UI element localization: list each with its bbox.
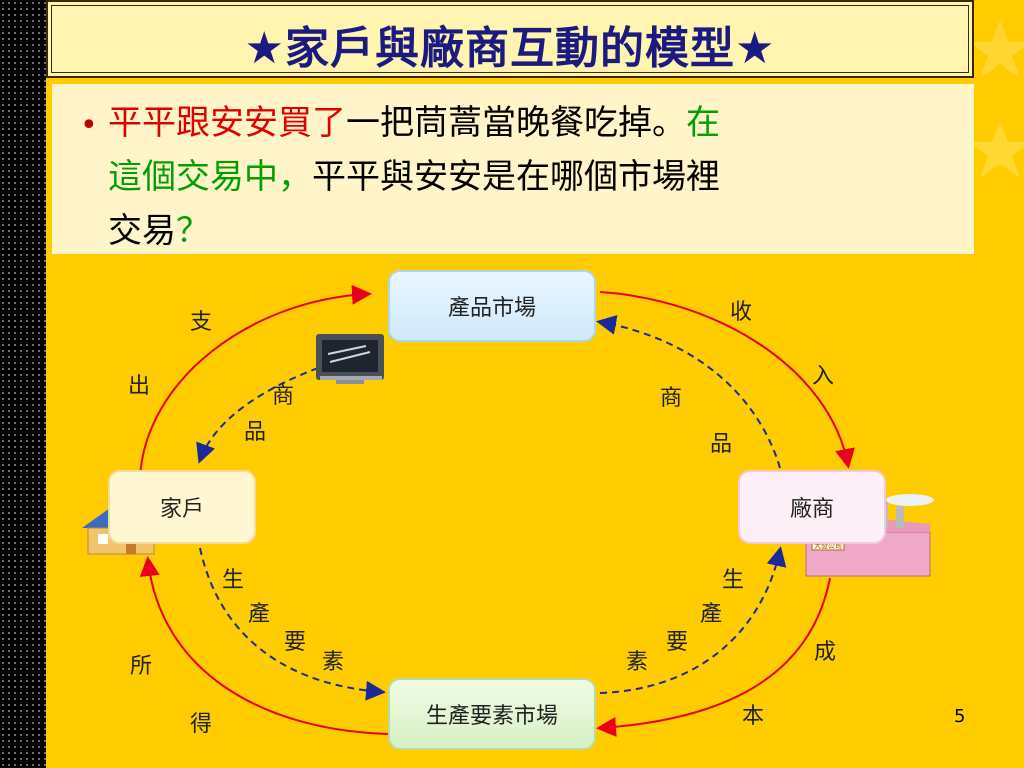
factor-right-label-3: 要	[666, 630, 689, 655]
cost-flow-arrow	[596, 577, 831, 737]
left-dotted-strip	[0, 0, 46, 768]
question-panel	[52, 84, 974, 254]
goods-right-flow-arrow	[596, 315, 781, 469]
factor-right-label-4: 素	[626, 650, 649, 675]
factor-market-box: 生產要素市場	[388, 678, 596, 750]
factory-sign: 大發公司	[814, 541, 842, 550]
computer-icon	[316, 334, 384, 384]
cost-label-2: 本	[742, 704, 765, 729]
product-market-box: 產品市場	[388, 270, 596, 342]
question-green-text: 在	[686, 103, 720, 143]
page-title: ★家戶與廠商互動的模型★	[244, 23, 776, 74]
goods-left-label-2: 品	[244, 420, 267, 445]
income-flow-arrow	[139, 556, 389, 735]
revenue-label-1: 收	[730, 300, 753, 325]
household-box: 家戶	[108, 470, 256, 544]
revenue-flow-arrow	[599, 291, 855, 469]
question-mark: ？	[176, 211, 210, 251]
factor-right-flow-arrow	[599, 546, 787, 694]
income-label-2: 得	[190, 712, 213, 737]
goods-left-flow-arrow	[196, 367, 319, 464]
question-line-2: 這個交易中，平平與安安是在哪個市場裡	[108, 150, 948, 204]
cost-label-1: 成	[814, 640, 837, 665]
factor-right-label-1: 生	[722, 568, 745, 593]
goods-left-label-1: 商	[272, 384, 295, 409]
goods-right-label-2: 品	[710, 432, 733, 457]
factor-left-label-3: 要	[284, 630, 307, 655]
question-black-text-3: 交易	[108, 211, 176, 251]
question-line-1: 平平跟安安買了一把茼蒿當晚餐吃掉。在	[108, 96, 948, 150]
title-bar: ★家戶與廠商互動的模型★	[46, 0, 974, 78]
bullet-icon: •	[80, 108, 98, 143]
expense-flow-arrow	[139, 284, 372, 479]
star-icon	[968, 20, 1024, 78]
expense-label-2: 出	[128, 374, 151, 399]
factor-left-label-1: 生	[222, 568, 245, 593]
question-black-text-2: 平平與安安是在哪個市場裡	[312, 157, 720, 197]
revenue-label-2: 入	[812, 364, 835, 389]
factor-left-label-2: 產	[248, 602, 271, 627]
factor-left-label-4: 素	[322, 650, 345, 675]
question-line-3: 交易？	[108, 204, 948, 258]
star-icon	[968, 120, 1024, 178]
page-number: 5	[954, 706, 966, 727]
factor-right-label-2: 產	[700, 602, 723, 627]
question-black-text: 一把茼蒿當晚餐吃掉。	[346, 103, 686, 143]
income-label-1: 所	[130, 654, 153, 679]
firm-box: 廠商	[738, 470, 886, 544]
goods-right-label-1: 商	[660, 386, 683, 411]
expense-label-1: 支	[190, 310, 213, 335]
question-red-text: 平平跟安安買了	[108, 103, 346, 143]
factor-left-flow-arrow	[199, 547, 386, 701]
question-green-text-2: 這個交易中，	[108, 157, 312, 197]
